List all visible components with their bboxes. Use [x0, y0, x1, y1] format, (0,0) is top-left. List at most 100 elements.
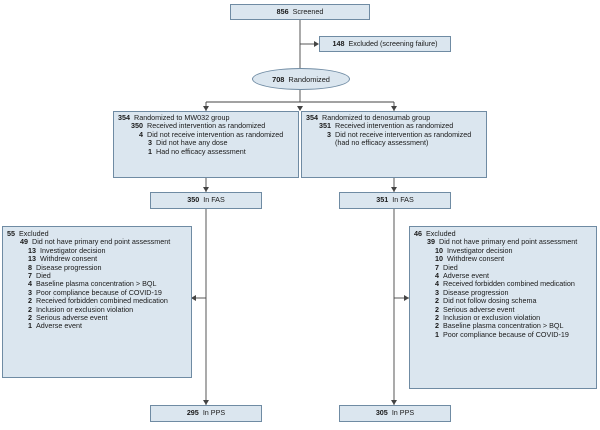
fas-label: In FAS — [203, 195, 225, 205]
left-excluded-box: 55 Excluded 49 Did not have primary end po… — [2, 226, 192, 378]
arm-count: 354 — [118, 113, 130, 122]
reason-label: Adverse event — [36, 321, 82, 331]
reason-count: 2 — [435, 304, 439, 314]
excluded-screening-box: 148 Excluded (screening failure) — [319, 36, 451, 52]
exclusion-reason: 1 Poor compliance because of COVID-19 — [414, 329, 592, 339]
received-label: Received intervention as randomized — [147, 121, 266, 131]
reason-count: 2 — [28, 296, 32, 306]
right-excluded-box: 46 Excluded 39 Did not have primary end po… — [409, 226, 597, 389]
reason-count: 7 — [435, 262, 439, 272]
received-label: Received intervention as randomized — [335, 121, 454, 131]
exclusion-reason: 2 Received forbidden combined medication — [7, 296, 187, 306]
right-fas-box: 351 In FAS — [339, 192, 451, 209]
arm-label: Randomized to denosumab group — [322, 113, 431, 122]
reason-count: 4 — [28, 279, 32, 289]
reason-label: Adverse event — [443, 271, 489, 281]
exclusion-reason: 2 Inclusion or exclusion violation — [7, 304, 187, 314]
exclusion-reason: 13 Investigator decision — [7, 245, 187, 255]
denosumab-arm-box: 354 Randomized to denosumab group 351 Rece… — [301, 111, 487, 178]
reason-label: Poor compliance because of COVID-19 — [36, 287, 162, 297]
no-primary-endpoint-count: 39 — [427, 237, 435, 247]
arm-count: 354 — [306, 113, 318, 122]
reason-label: Did not follow dosing schema — [443, 296, 537, 306]
no-primary-endpoint-label: Did not have primary end point assessmen… — [32, 237, 171, 247]
exclusion-reason: 10 Withdrew consent — [414, 254, 592, 264]
received-count: 351 — [319, 121, 331, 131]
no-dose-count: 3 — [148, 138, 152, 148]
reason-count: 2 — [435, 321, 439, 331]
reason-label: Inclusion or exclusion violation — [36, 304, 134, 314]
reason-count: 7 — [28, 271, 32, 281]
left-fas-box: 350 In FAS — [150, 192, 262, 209]
reason-label: Serious adverse event — [36, 313, 108, 323]
arm-label: Randomized to MW032 group — [134, 113, 230, 122]
fas-count: 351 — [376, 195, 389, 205]
received-count: 350 — [131, 121, 143, 131]
reason-count: 10 — [435, 254, 443, 264]
randomized-count: 708 — [272, 74, 285, 84]
reason-count: 2 — [28, 313, 32, 323]
reason-count: 1 — [435, 329, 439, 339]
reason-label: Disease progression — [443, 287, 509, 297]
reason-count: 4 — [435, 279, 439, 289]
pps-label: In PPS — [391, 408, 415, 418]
reason-label: Serious adverse event — [443, 304, 515, 314]
not-received-label: Did not receive intervention as randomiz… — [335, 129, 472, 148]
reason-count: 2 — [28, 304, 32, 314]
pps-count: 305 — [375, 408, 388, 418]
exclusion-reason: 3 Disease progression — [414, 287, 592, 297]
exclusion-reason: 4 Received forbidden combined medication — [414, 279, 592, 289]
reason-label: Died — [36, 271, 51, 281]
not-received-count: 3 — [327, 129, 331, 139]
reason-label: Disease progression — [36, 262, 102, 272]
no-efficacy-label: Had no efficacy assessment — [156, 146, 246, 156]
not-received-label: Did not receive intervention as randomiz… — [147, 129, 284, 139]
exclusion-reason: 1 Adverse event — [7, 321, 187, 331]
excluded-label: Excluded — [426, 229, 456, 238]
reason-label: Poor compliance because of COVID-19 — [443, 329, 569, 339]
excluded-count: 46 — [414, 229, 422, 238]
exclusion-reason: 2 Serious adverse event — [414, 304, 592, 314]
reason-label: Baseline plasma concentration > BQL — [36, 279, 157, 289]
exclusion-reason: 2 Inclusion or exclusion violation — [414, 313, 592, 323]
reason-label: Investigator decision — [447, 245, 513, 255]
reason-label: Received forbidden combined medication — [36, 296, 168, 306]
reason-count: 10 — [435, 245, 443, 255]
left-pps-box: 295 In PPS — [150, 405, 262, 422]
no-primary-endpoint-count: 49 — [20, 237, 28, 247]
reason-count: 3 — [435, 287, 439, 297]
no-primary-endpoint-label: Did not have primary end point assessmen… — [439, 237, 578, 247]
mw032-arm-box: 354 Randomized to MW032 group 350 Received… — [113, 111, 299, 178]
reason-count: 1 — [28, 321, 32, 331]
reason-label: Withdrew consent — [447, 254, 505, 264]
excluded-label: Excluded — [19, 229, 49, 238]
right-pps-box: 305 In PPS — [339, 405, 451, 422]
randomized-label: Randomized — [288, 74, 330, 84]
exclusion-reason: 4 Baseline plasma concentration > BQL — [7, 279, 187, 289]
reason-count: 2 — [435, 296, 439, 306]
screened-count: 856 — [276, 6, 289, 16]
screened-box: 856 Screened — [230, 4, 370, 20]
no-efficacy-count: 1 — [148, 146, 152, 156]
exclusion-reason: 2 Did not follow dosing schema — [414, 296, 592, 306]
reason-label: Investigator decision — [40, 245, 106, 255]
excluded-count: 55 — [7, 229, 15, 238]
reason-label: Inclusion or exclusion violation — [443, 313, 541, 323]
pps-count: 295 — [186, 408, 199, 418]
pps-label: In PPS — [202, 408, 226, 418]
reason-label: Died — [443, 262, 458, 272]
reason-count: 13 — [28, 245, 36, 255]
reason-label: Received forbidden combined medication — [443, 279, 575, 289]
exclusion-reason: 7 Died — [414, 262, 592, 272]
exclusion-reason: 2 Serious adverse event — [7, 313, 187, 323]
no-dose-label: Did not have any dose — [156, 138, 228, 148]
reason-count: 2 — [435, 313, 439, 323]
randomized-oval: 708 Randomized — [252, 68, 350, 90]
exclusion-reason: 10 Investigator decision — [414, 245, 592, 255]
reason-count: 13 — [28, 254, 36, 264]
